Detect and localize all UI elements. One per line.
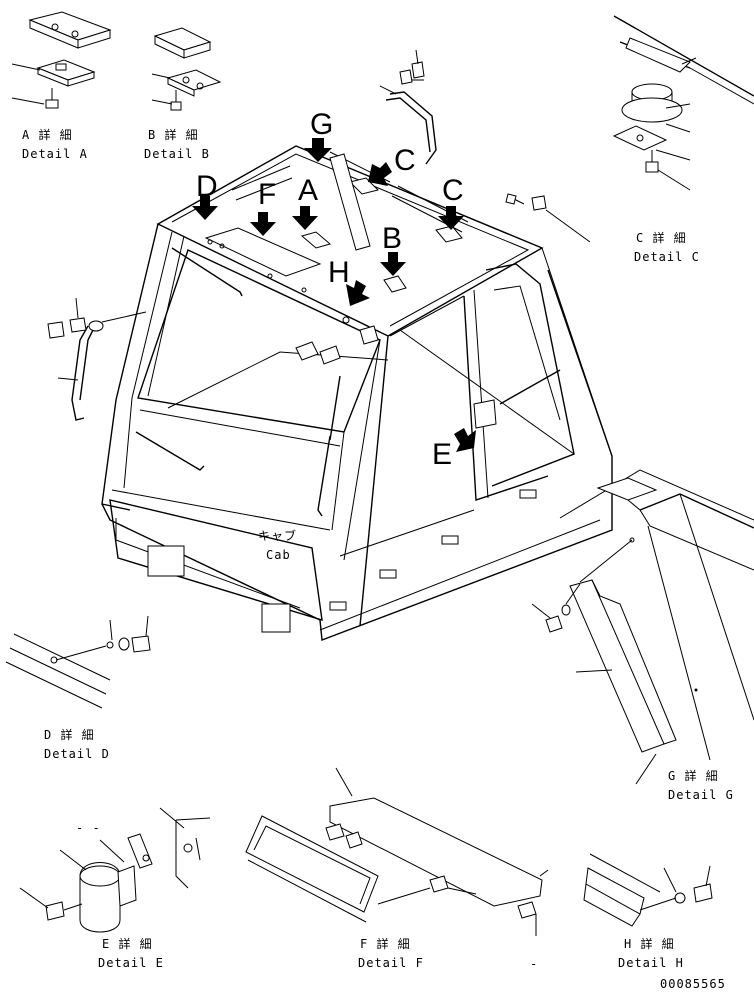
detail-f-jp: F 詳 細: [360, 936, 411, 951]
detail-b-en: Detail B: [144, 147, 210, 161]
arrow-g: [304, 138, 332, 162]
callout-c-right: C: [442, 174, 464, 207]
detail-a-drawing: [11, 11, 112, 109]
detail-b-drawing: [151, 27, 222, 111]
detail-c-jp: C 詳 細: [636, 230, 687, 245]
detail-c-drawing: [505, 15, 754, 243]
arrow-c-right: [438, 206, 464, 230]
detail-g-jp: G 詳 細: [668, 768, 719, 783]
pipe-part: [379, 49, 437, 165]
detail-g-en: Detail G: [668, 788, 734, 802]
detail-g-drawing: [531, 469, 754, 785]
detail-e-en: Detail E: [98, 956, 164, 970]
callout-a: A: [298, 174, 318, 207]
cab-label-en: Cab: [266, 548, 291, 562]
callout-g: G: [310, 108, 333, 141]
callout-e: E: [432, 438, 452, 471]
arrow-f: [250, 212, 276, 236]
detail-d-drawing: [5, 615, 151, 709]
detail-d-en: Detail D: [44, 747, 110, 761]
detail-f-en: Detail F: [358, 956, 424, 970]
arrow-c-left: [368, 162, 392, 186]
detail-a-en: Detail A: [22, 147, 88, 161]
drawing-number: 00085565: [660, 977, 726, 991]
detail-h-drawing: [583, 853, 713, 927]
detail-b-jp: B 詳 細: [148, 127, 199, 142]
detail-h-en: Detail H: [618, 956, 684, 970]
arrow-h: [346, 280, 370, 306]
detail-e-dash: - -: [76, 821, 101, 835]
callout-c-left: C: [394, 144, 416, 177]
cab-label-jp: キャブ: [258, 528, 297, 543]
callout-h: H: [328, 256, 350, 289]
arrow-a: [292, 206, 318, 230]
arrow-d: [192, 196, 218, 220]
detail-f-dash: -: [530, 957, 538, 971]
left-handle-part: [47, 297, 147, 421]
callout-f: F: [258, 178, 276, 211]
detail-d-jp: D 詳 細: [44, 727, 95, 742]
arrow-e: [454, 428, 476, 452]
detail-h-jp: H 詳 細: [624, 936, 675, 951]
callout-arrows: [192, 138, 476, 452]
detail-c-en: Detail C: [634, 250, 700, 264]
callout-b: B: [382, 222, 402, 255]
cab-main-drawing: [101, 145, 613, 641]
detail-f-drawing: [245, 767, 549, 936]
detail-e-jp: E 詳 細: [102, 936, 153, 951]
detail-a-jp: A 詳 細: [22, 127, 73, 142]
arrow-b: [380, 252, 406, 276]
callout-d: D: [196, 170, 218, 203]
detail-e-drawing: [19, 807, 211, 933]
